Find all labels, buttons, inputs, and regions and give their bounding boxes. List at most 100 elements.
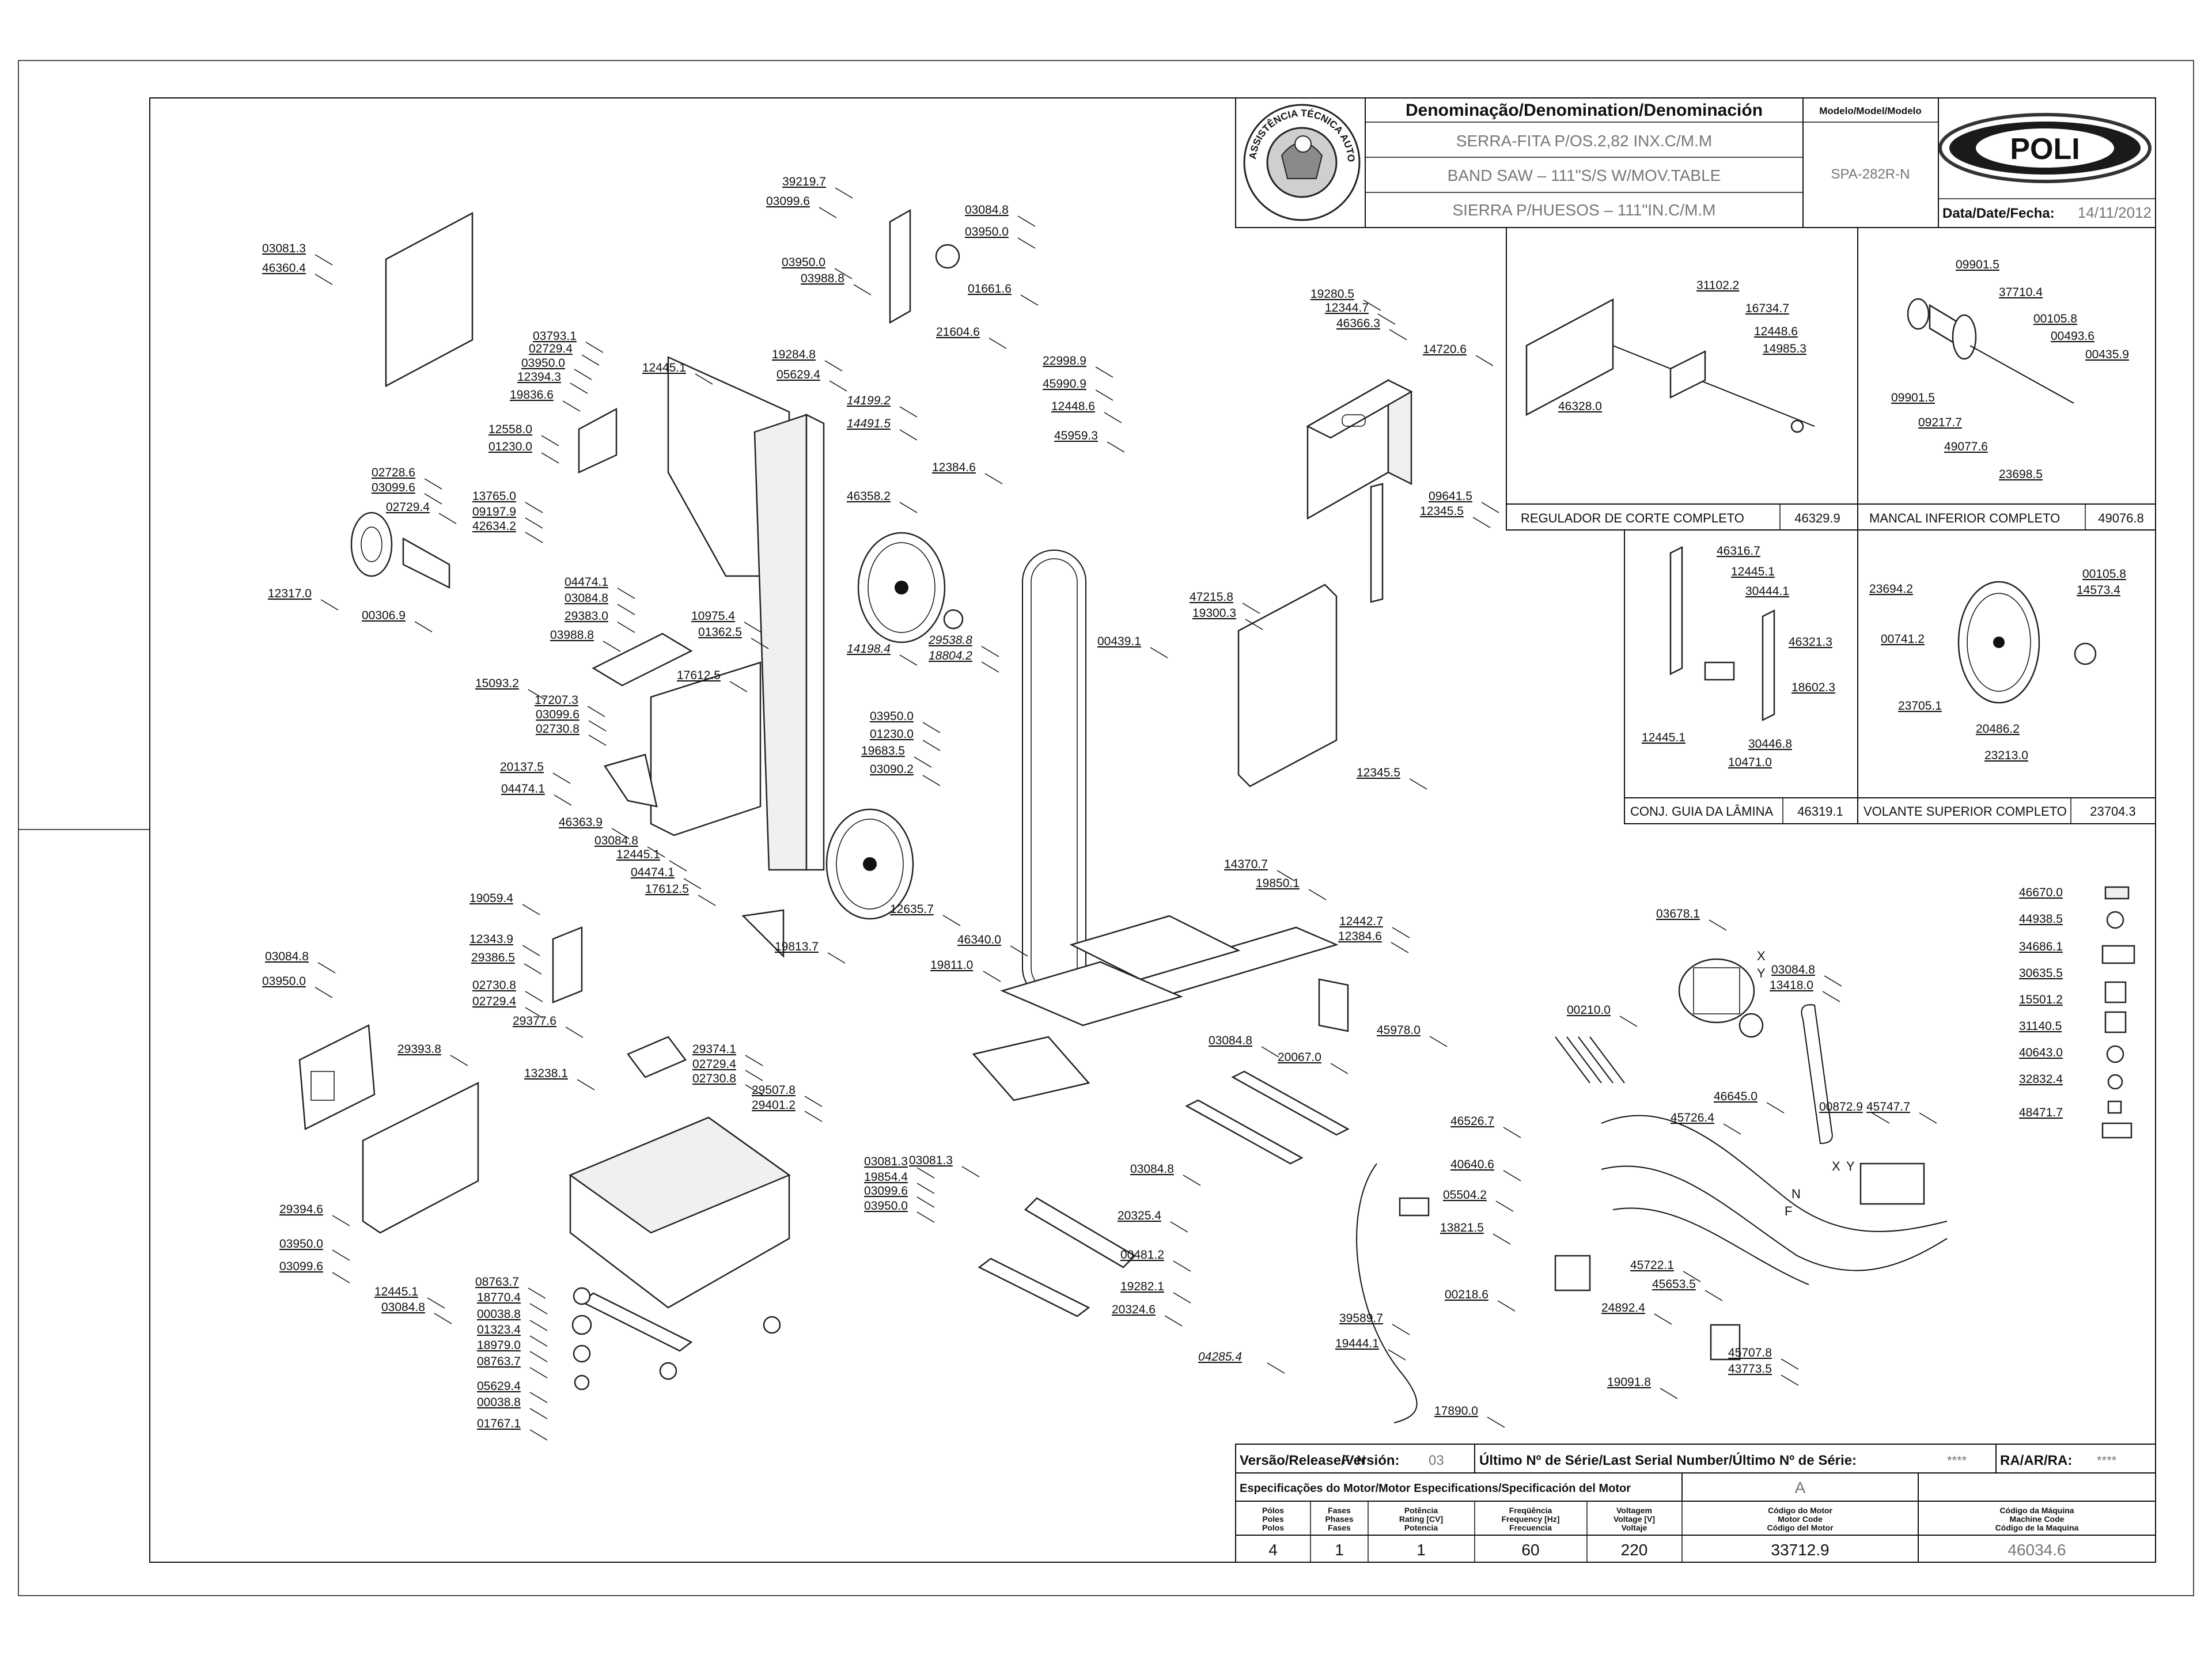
leader-line bbox=[1723, 1123, 1741, 1135]
part-callout: 01323.4 bbox=[477, 1323, 521, 1336]
part-callout: 03084.8 bbox=[1209, 1034, 1252, 1047]
date-label: Data/Date/Fecha: bbox=[1942, 206, 2055, 221]
part-callout: 20325.4 bbox=[1118, 1209, 1161, 1222]
part-callout: 18770.4 bbox=[477, 1291, 521, 1304]
spec-column-header: Voltagem bbox=[1616, 1506, 1652, 1515]
leader-line bbox=[438, 513, 457, 524]
part-callout: 12394.3 bbox=[517, 370, 561, 384]
part-callout: 12344.7 bbox=[1325, 301, 1369, 315]
spec-column-header: Phases bbox=[1325, 1514, 1353, 1524]
leader-line bbox=[1822, 991, 1840, 1002]
leader-line bbox=[1919, 1112, 1937, 1124]
sub4-part-1: 23694.2 bbox=[1869, 582, 1913, 596]
corner-bracket bbox=[741, 909, 785, 959]
leader-line bbox=[922, 722, 941, 733]
leader-line bbox=[315, 987, 333, 998]
label-part-1: 46670.0 bbox=[2019, 886, 2063, 899]
leader-line bbox=[562, 400, 581, 412]
leader-line bbox=[1242, 603, 1260, 614]
leader-line bbox=[522, 904, 540, 915]
spec-column-header: Motor Code bbox=[1778, 1514, 1823, 1524]
part-callout: 46360.4 bbox=[262, 262, 306, 275]
part-callout: 17612.5 bbox=[645, 882, 689, 896]
part-callout: 43773.5 bbox=[1728, 1362, 1772, 1376]
part-callout: 03099.6 bbox=[536, 708, 579, 721]
part-callout: 13418.0 bbox=[1770, 979, 1813, 992]
leader-line bbox=[1150, 647, 1168, 658]
leader-line bbox=[834, 268, 853, 279]
part-callout: 03988.8 bbox=[801, 272, 844, 285]
label-part-5: 15501.2 bbox=[2019, 993, 2063, 1006]
part-callout: 40640.6 bbox=[1450, 1158, 1494, 1171]
part-callout: 19836.6 bbox=[510, 388, 554, 402]
leader-line bbox=[981, 661, 999, 673]
sub3-part-1: 46316.7 bbox=[1717, 544, 1760, 558]
rear-cover-plate bbox=[385, 211, 474, 388]
leader-line bbox=[1493, 1233, 1511, 1245]
leader-line bbox=[914, 756, 932, 768]
leader-line bbox=[1619, 1016, 1638, 1027]
part-callout: 03099.6 bbox=[372, 481, 415, 494]
leader-line bbox=[1392, 927, 1410, 938]
leader-line bbox=[522, 945, 540, 956]
part-callout: 02730.8 bbox=[536, 722, 579, 736]
leader-line bbox=[588, 720, 607, 732]
leader-line bbox=[434, 1313, 452, 1324]
leader-line bbox=[317, 962, 336, 974]
leader-line bbox=[427, 1297, 445, 1309]
leader-line bbox=[695, 373, 713, 385]
part-callout: 03793.1 bbox=[533, 329, 577, 343]
leader-line bbox=[617, 604, 635, 615]
table-rail-2 bbox=[1185, 1099, 1304, 1165]
switch-plate bbox=[1710, 1324, 1741, 1361]
sub1-part-4: 14985.3 bbox=[1763, 342, 1806, 355]
leader-line bbox=[1095, 366, 1113, 378]
part-callout: 12317.0 bbox=[268, 587, 312, 600]
sub1-part-5: 46328.0 bbox=[1558, 400, 1602, 413]
labels-panel-icons bbox=[2101, 886, 2135, 1139]
part-callout: 20067.0 bbox=[1278, 1051, 1321, 1064]
part-callout: 00038.8 bbox=[477, 1396, 521, 1409]
spec-column-header: Potencia bbox=[1404, 1523, 1438, 1532]
leader-line bbox=[414, 621, 433, 632]
part-callout: 03950.0 bbox=[782, 256, 825, 269]
leader-line bbox=[1429, 1036, 1448, 1047]
part-callout: 15093.2 bbox=[475, 677, 519, 690]
part-callout: 46645.0 bbox=[1714, 1090, 1758, 1103]
svg-text:ASSISTÊNCIA TÉCNICA AUTORIZADA: ASSISTÊNCIA TÉCNICA AUTORIZADA bbox=[0, 0, 1357, 162]
leader-line bbox=[1277, 870, 1295, 881]
seal-text: ASSISTÊNCIA TÉCNICA AUTORIZADA bbox=[0, 0, 1357, 162]
part-callout: 14491.5 bbox=[847, 417, 891, 430]
part-callout: 19300.3 bbox=[1192, 607, 1236, 620]
part-callout: 03950.0 bbox=[521, 357, 565, 370]
leader-line bbox=[988, 338, 1007, 349]
part-callout: 02728.6 bbox=[372, 466, 415, 479]
part-callout: 02729.4 bbox=[386, 501, 430, 514]
part-callout: 14720.6 bbox=[1423, 343, 1467, 356]
part-callout: 39219.7 bbox=[782, 175, 826, 188]
leader-line bbox=[683, 878, 702, 889]
sub3-part-5: 18602.3 bbox=[1791, 681, 1835, 694]
spec-column-header: Código de la Maquina bbox=[1995, 1523, 2079, 1532]
motor-letter: A bbox=[1795, 1479, 1806, 1497]
sub4-part-6: 20486.2 bbox=[1976, 722, 2020, 736]
part-callout: 04474.1 bbox=[631, 866, 675, 879]
model-header: Modelo/Model/Modelo bbox=[1819, 105, 1922, 116]
sub2-part-4: 00493.6 bbox=[2051, 329, 2094, 343]
leader-line bbox=[1709, 919, 1727, 931]
leader-line bbox=[1481, 502, 1499, 513]
exploded-view-drawings bbox=[298, 209, 1948, 1423]
control-box bbox=[1859, 1162, 1925, 1205]
leader-line bbox=[525, 1007, 543, 1018]
leader-line bbox=[1660, 1388, 1678, 1399]
leader-line bbox=[1010, 945, 1028, 957]
part-callout: 29394.6 bbox=[279, 1203, 323, 1216]
leader-line bbox=[524, 963, 542, 975]
name-es: SIERRA P/HUESOS – 111"IN.C/M.M bbox=[1452, 201, 1715, 219]
leader-line bbox=[916, 1183, 935, 1194]
part-callout: 46526.7 bbox=[1450, 1115, 1494, 1128]
lower-door bbox=[1237, 584, 1338, 787]
part-callout: 03099.6 bbox=[864, 1184, 908, 1198]
part-callout: 00218.6 bbox=[1445, 1288, 1488, 1301]
